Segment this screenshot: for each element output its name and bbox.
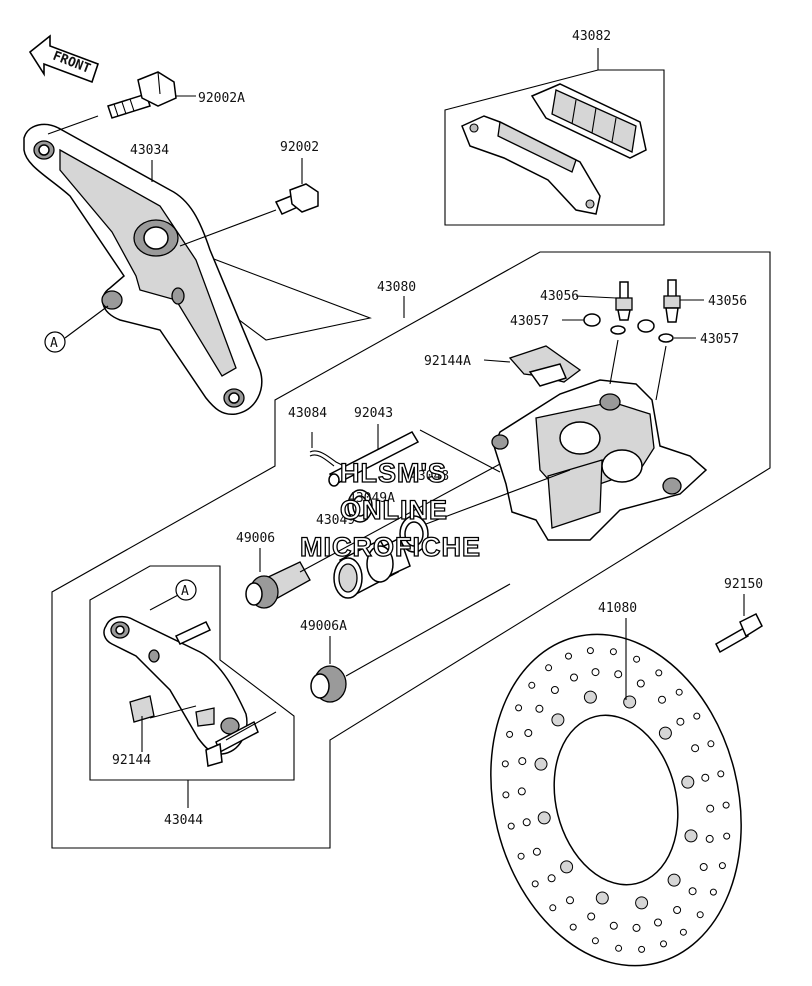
label-92043: 92043 — [354, 406, 393, 421]
watermark-line-3: MICROFICHE — [300, 532, 481, 562]
label-43056-left: 43056 — [540, 289, 579, 304]
bleed-valve-right — [663, 279, 704, 323]
label-43049A: 43049A — [348, 491, 395, 506]
label-43049: 43049 — [316, 513, 355, 528]
label-43044: 43044 — [164, 813, 203, 828]
piston-seal-43048 — [399, 515, 429, 553]
brake-pad-lower — [461, 115, 601, 215]
brake-pad-upper — [530, 83, 647, 159]
boot-49006 — [245, 463, 501, 609]
pad-retainer-92144 — [129, 695, 215, 752]
ref-marker-a-bracket: A — [175, 579, 197, 601]
front-arrow-icon: FRONT — [28, 34, 100, 84]
boot-49006A — [310, 583, 511, 703]
label-92144: 92144 — [112, 753, 151, 768]
label-43082: 43082 — [572, 29, 611, 44]
pad-pin-92043 — [328, 424, 501, 487]
ref-marker-a-top-label: A — [50, 336, 58, 351]
pad-spring-92144A — [483, 345, 582, 387]
label-41080: 41080 — [598, 601, 637, 616]
watermark-line-2: ONLINE — [340, 495, 448, 525]
cotter-pin-43084 — [309, 432, 345, 467]
caliper-bracket-43034 — [23, 123, 372, 416]
caliper-assembly-frame — [51, 251, 771, 849]
bolt-92002 — [179, 183, 319, 247]
label-43057-right: 43057 — [700, 332, 739, 347]
bleed-valve-left — [575, 281, 633, 321]
bleed-cap-left — [562, 313, 626, 385]
label-92002: 92002 — [280, 140, 319, 155]
disc-holes-pattern — [501, 647, 731, 953]
bolt-92002A — [47, 71, 177, 135]
ref-marker-a-bracket-label: A — [181, 584, 189, 599]
bleed-cap-right — [637, 319, 696, 401]
label-43080: 43080 — [377, 280, 416, 295]
piston-43049 — [333, 469, 571, 599]
piston-seal-43049A — [347, 489, 373, 523]
ref-marker-a-top: A — [44, 305, 109, 353]
label-49006A: 49006A — [300, 619, 347, 634]
label-92150: 92150 — [724, 577, 763, 592]
disc-bolt-92150 — [715, 594, 763, 654]
label-92144A: 92144A — [424, 354, 471, 369]
label-43084: 43084 — [288, 406, 327, 421]
label-43056-right: 43056 — [708, 294, 747, 309]
caliper-body — [491, 379, 708, 541]
pad-kit-group — [444, 48, 665, 226]
label-43057-left: 43057 — [510, 314, 549, 329]
label-43034: 43034 — [130, 143, 169, 158]
brake-disc-41080 — [490, 618, 742, 967]
label-49006: 49006 — [236, 531, 275, 546]
watermark-line-1: HLSM'S — [340, 458, 447, 488]
label-43048: 43048 — [410, 469, 449, 484]
label-92002A: 92002A — [198, 91, 245, 106]
